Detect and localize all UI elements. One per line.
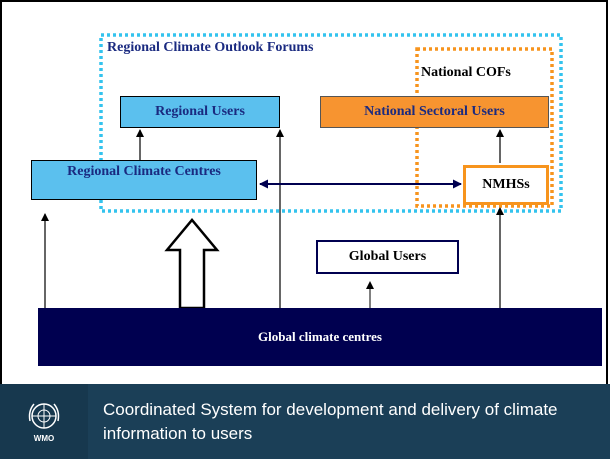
regional-climate-centres-label: Regional Climate Centres: [67, 164, 221, 179]
forums-label: Regional Climate Outlook Forums: [107, 40, 314, 55]
forums-boundary: [99, 33, 563, 213]
svg-text:WMO: WMO: [34, 434, 54, 443]
slide-title: Coordinated System for development and d…: [103, 400, 558, 443]
nmhss-label: NMHSs: [482, 177, 530, 192]
national-cofs-label: National COFs: [421, 65, 511, 80]
wmo-emblem-icon: WMO: [28, 402, 60, 443]
global-climate-centres-box: Global climate centres: [38, 308, 602, 366]
footer-bar: WMO Coordinated System for development a…: [0, 384, 610, 459]
nmhss-box: NMHSs: [463, 165, 549, 205]
national-sectoral-users-label: National Sectoral Users: [364, 104, 505, 119]
regional-climate-centres-box: Regional Climate Centres: [31, 160, 257, 200]
regional-users-box: Regional Users: [120, 96, 280, 128]
global-users-box: Global Users: [316, 240, 459, 274]
national-sectoral-users-box: National Sectoral Users: [320, 96, 549, 128]
hollow-up-arrow: [164, 218, 220, 310]
global-climate-centres-label: Global climate centres: [258, 329, 382, 344]
regional-users-label: Regional Users: [155, 104, 245, 119]
global-users-label: Global Users: [348, 249, 427, 264]
wmo-logo: WMO: [0, 384, 88, 459]
